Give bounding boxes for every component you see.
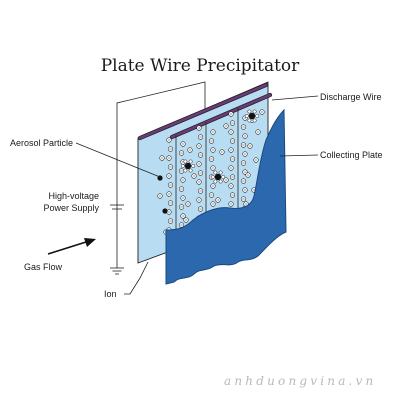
label-aerosol-particle: Aerosol Particle [10,138,73,148]
ion [159,155,165,161]
ion [259,109,265,115]
ion [178,150,185,156]
ground-symbol [110,267,124,275]
ion [180,141,186,147]
ion [178,204,185,210]
ion [178,186,185,192]
ion [242,151,248,157]
ion [245,172,251,178]
ion [228,201,234,207]
ion [166,209,172,215]
ion [223,123,229,129]
ion [255,129,261,135]
ion [197,170,204,176]
label-ion: Ion [104,289,117,299]
label-power-supply-line1: High-voltage [48,191,99,201]
ion [240,196,247,202]
ion [240,124,247,130]
discharge-bar [170,93,272,139]
charged-particle [180,159,196,173]
charged-particle [210,170,226,184]
ion [167,164,174,170]
ion [167,182,174,188]
ion [242,169,248,175]
ion [229,156,236,162]
ion [178,168,185,174]
charged-particle [244,109,260,123]
aerosol-particle [162,208,168,214]
ion [229,174,236,180]
ion [197,134,204,140]
label-collecting-plate: Collecting Plate [320,150,383,160]
ion [197,152,204,158]
diagram-title: Plate Wire Precipitator [101,56,300,76]
ion [210,147,216,153]
ion [166,191,172,197]
ion [157,193,163,199]
ion [240,178,247,184]
ion [197,188,204,194]
gas-flow-arrow [47,238,96,255]
ion [247,143,253,149]
ion [180,177,186,183]
ion [240,160,247,166]
ion [242,187,248,193]
ion [187,147,193,153]
ion [229,138,236,144]
ion [210,129,216,135]
ion [228,129,234,135]
ion [242,133,248,139]
leader-ion [124,261,149,295]
ion-cloud [157,109,265,246]
ion [180,213,186,219]
ion [166,155,172,161]
leader-aerosol-particle [75,142,161,178]
ion [196,143,202,149]
ion [185,201,191,207]
power-supply-wire [116,81,206,268]
ion [197,206,204,212]
ion [210,183,216,189]
ion [228,147,234,153]
label-power-supply-line2: Power Supply [43,203,99,213]
discharge-bar [138,83,268,140]
ion [219,149,225,155]
ion [196,179,202,185]
ion [210,201,216,207]
ion [253,157,259,163]
ion [196,197,202,203]
ion [240,142,247,148]
collecting-plate [165,108,287,285]
ion [215,197,221,203]
ion [196,125,202,131]
ion [228,165,234,171]
ion [167,200,174,206]
ion [191,173,197,179]
ion [229,192,236,198]
leader-discharge-wire [271,95,319,101]
ion [210,165,216,171]
ion [229,120,236,126]
label-discharge-wire: Discharge Wire [320,92,382,102]
leader-collecting-plate [279,154,319,157]
ion [196,161,202,167]
ion [208,138,215,144]
charged-particle-clusters [180,109,260,184]
ion [208,192,215,198]
ion [180,195,186,201]
ion [228,183,234,189]
ion [228,111,234,117]
ion [223,177,229,183]
ion [167,218,174,224]
ion [183,217,189,223]
ion [166,137,172,143]
ion [208,156,215,162]
ion [167,146,174,152]
watermark: anhduongvina.vn [224,374,376,388]
ion [166,173,172,179]
label-gas-flow: Gas Flow [24,262,63,272]
